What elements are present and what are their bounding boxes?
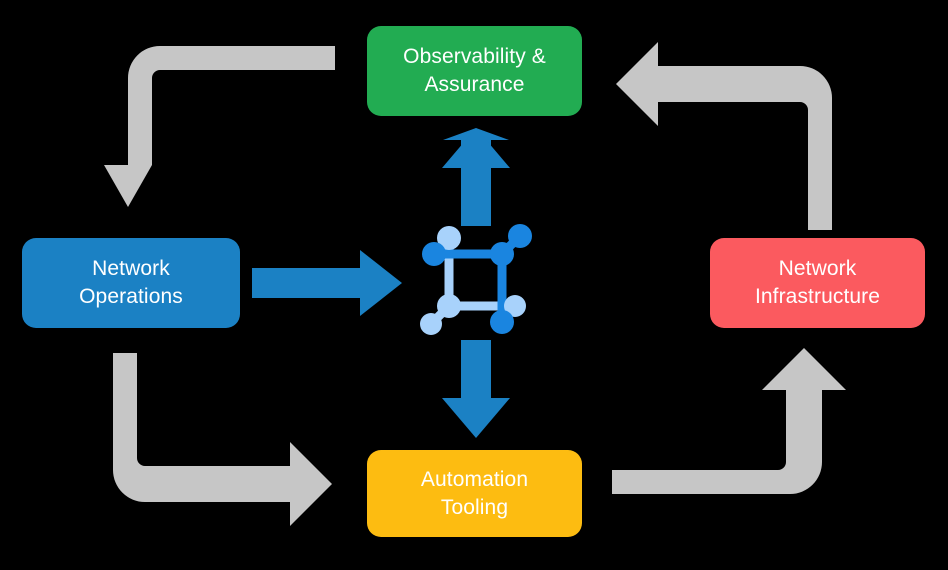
connector-operations-to-automation [113,353,332,526]
node-box-observability[interactable]: Observability & Assurance [367,26,582,116]
topology-nodes-primary [422,224,532,334]
connector-automation-to-infrastructure [612,348,846,494]
connector-hub-to-observability [443,128,509,222]
connector-operations-to-hub [252,250,402,316]
connector-hub-to-automation [442,340,510,438]
network-topology-icon [420,224,532,335]
connector-observability-to-operations [104,46,335,207]
connector-hub-to-observability-head [442,128,510,226]
node-box-automation-tooling[interactable]: Automation Tooling [367,450,582,537]
node-box-network-infrastructure[interactable]: Network Infrastructure [710,238,925,328]
node-box-network-operations[interactable]: Network Operations [22,238,240,328]
connector-infrastructure-to-observability [616,42,832,230]
topology-nodes-secondary [420,226,526,335]
